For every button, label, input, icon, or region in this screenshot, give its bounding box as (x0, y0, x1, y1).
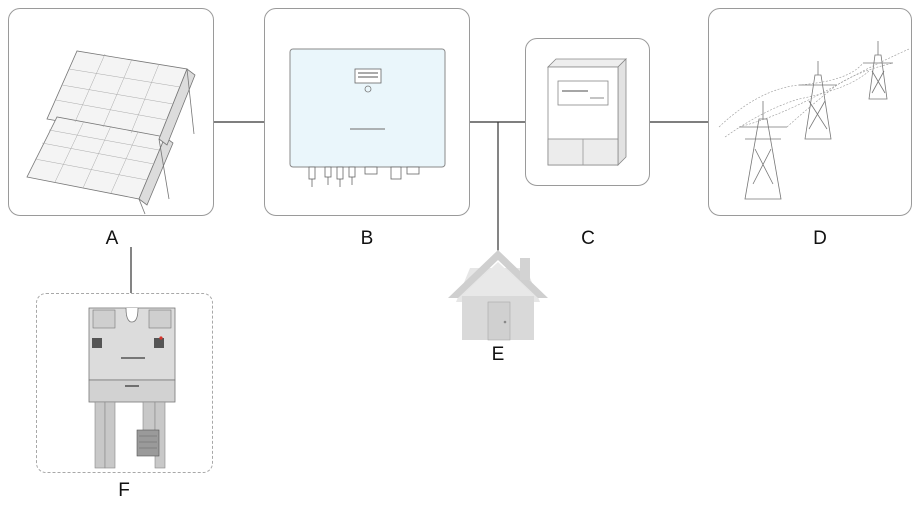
inverter-icon (289, 48, 446, 187)
node-d-box (708, 8, 912, 216)
node-b-box (264, 8, 470, 216)
optimizer-device-icon (88, 307, 176, 469)
electric-meter-icon (547, 58, 627, 166)
label-a: A (105, 228, 119, 249)
label-d: D (813, 228, 827, 249)
node-c-box (525, 38, 650, 186)
solar-panel-icon (26, 50, 196, 215)
label-e: E (491, 344, 505, 365)
label-b: B (360, 228, 374, 249)
node-f-box (36, 293, 213, 473)
node-a-box (8, 8, 214, 216)
label-c: C (581, 228, 595, 249)
transmission-tower-icon (718, 41, 910, 200)
label-f: F (118, 480, 130, 501)
